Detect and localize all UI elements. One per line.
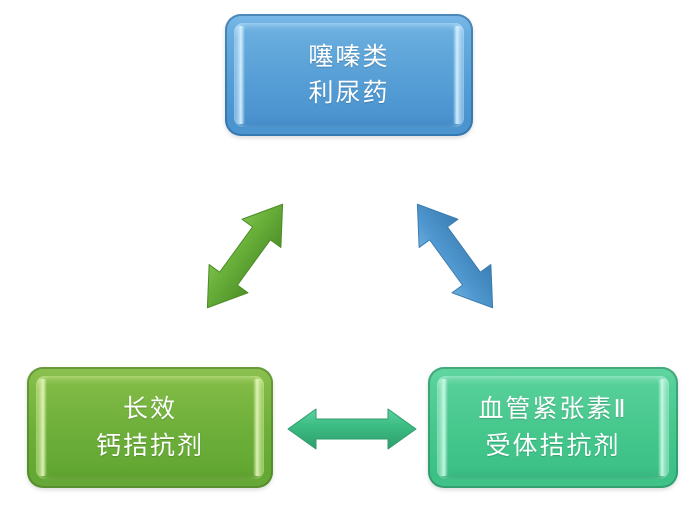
node-bevel-left [236, 26, 245, 124]
node-thiazide-diuretics[interactable]: 噻嗪类 利尿药 [225, 14, 473, 136]
node-bevel-right [658, 379, 667, 476]
node-label: 长效 钙拮抗剂 [96, 391, 204, 464]
node-label: 噻嗪类 利尿药 [308, 39, 389, 112]
node-label-line1: 噻嗪类 [308, 41, 390, 71]
node-bevel-right [253, 379, 262, 476]
node-calcium-channel-blocker[interactable]: 长效 钙拮抗剂 [27, 367, 273, 488]
connector-thiazide-arb-arrow [398, 186, 513, 326]
node-label-line2: 受体拮抗剂 [485, 430, 621, 460]
connector-ccb-arb-arrow [282, 402, 422, 456]
node-label-line1: 长效 [122, 394, 177, 424]
node-label: 血管紧张素Ⅱ 受体拮抗剂 [478, 391, 627, 464]
node-label-line2: 利尿药 [308, 78, 390, 107]
node-label-line1: 血管紧张素Ⅱ [478, 394, 628, 424]
node-label-line2: 钙拮抗剂 [95, 430, 204, 460]
connector-ccb-thiazide-arrow [190, 186, 300, 326]
node-bevel-right [453, 26, 462, 124]
node-bevel-left [439, 379, 448, 476]
node-bevel-left [38, 379, 47, 476]
node-angiotensin-receptor-blocker[interactable]: 血管紧张素Ⅱ 受体拮抗剂 [428, 367, 678, 488]
